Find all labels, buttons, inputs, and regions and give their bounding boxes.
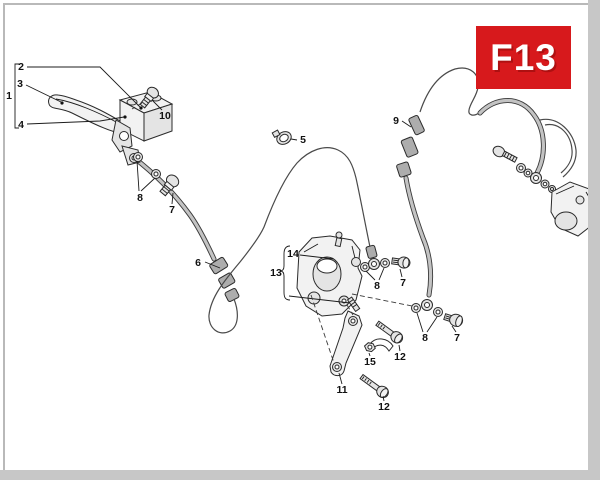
part-callout-10: 10 xyxy=(159,109,171,122)
part-callout-15: 15 xyxy=(364,355,376,368)
page-frame-left xyxy=(3,3,5,470)
part-callout-4: 4 xyxy=(18,118,24,131)
page-frame-bottom xyxy=(0,470,600,480)
part-callout-12: 12 xyxy=(394,350,406,363)
part-callout-13: 13 xyxy=(270,266,282,279)
part-callout-5: 5 xyxy=(300,133,306,146)
bolt-12-lower xyxy=(359,373,389,399)
part-callout-3: 3 xyxy=(17,77,23,90)
caliper-bracket-11 xyxy=(329,296,394,377)
clamp-5 xyxy=(271,129,292,145)
part-callout-8: 8 xyxy=(422,331,428,344)
right-caliper-assembly xyxy=(492,145,599,237)
front-caliper-13-14 xyxy=(296,231,363,317)
part-callout-2: 2 xyxy=(18,60,24,73)
master-cylinder-assembly xyxy=(48,91,174,166)
washers-8-bolt-7-caliper-top xyxy=(360,256,411,272)
washers-8-bolt-7-lower xyxy=(411,299,464,328)
page-frame-right xyxy=(588,0,600,480)
brake-hose-6 xyxy=(130,147,378,334)
nut-15 xyxy=(363,342,376,353)
brake-hose-9 xyxy=(396,67,577,298)
part-callout-14: 14 xyxy=(287,247,299,260)
part-callout-8: 8 xyxy=(137,191,143,204)
part-callout-8: 8 xyxy=(374,279,380,292)
part-callout-7: 7 xyxy=(169,203,175,216)
part-callout-7: 7 xyxy=(400,276,406,289)
part-callout-1: 1 xyxy=(6,89,12,102)
part-callout-6: 6 xyxy=(195,256,201,269)
bolt-12-upper xyxy=(375,320,404,344)
part-callout-7: 7 xyxy=(454,331,460,344)
part-callout-12: 12 xyxy=(378,400,390,413)
part-callout-9: 9 xyxy=(393,114,399,127)
washers-8-bolt-7-left xyxy=(133,152,180,197)
plate-code-badge: F13 xyxy=(476,26,571,89)
callout-leader-lines xyxy=(14,63,457,402)
part-callout-11: 11 xyxy=(336,383,348,396)
page-frame-top xyxy=(3,3,588,5)
